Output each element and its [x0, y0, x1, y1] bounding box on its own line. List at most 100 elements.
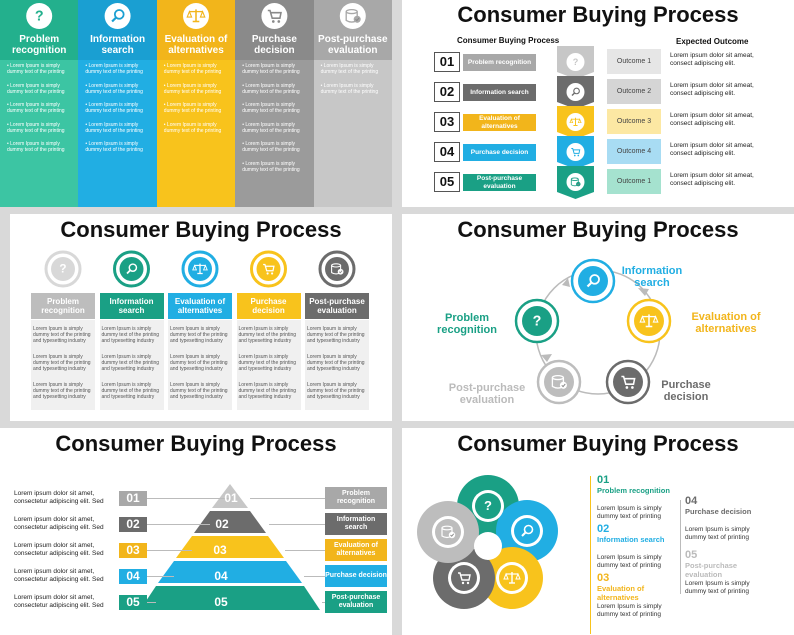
item-num: 02 — [597, 523, 610, 535]
bullet-text: • Lorem Ipsum is simply dummy text of th… — [163, 63, 222, 75]
outcome-box: Outcome 1 — [607, 169, 661, 194]
connector — [147, 498, 230, 499]
svg-text:?: ? — [573, 57, 579, 67]
card-text: Lorem Ipsum is simply dummy text of the … — [33, 326, 91, 344]
bullet-text: • Lorem Ipsum is simply dummy text of th… — [163, 102, 222, 114]
pyramid-num: 05 — [214, 595, 228, 609]
connector — [147, 602, 156, 603]
left-text: Lorem ipsum dolor sit amet, consectetur … — [14, 516, 104, 531]
bullet-text: • Lorem Ipsum is simply dummy text of th… — [242, 102, 300, 114]
bullet-text: • Lorem Ipsum is simply dummy text of th… — [85, 102, 143, 114]
connector-right — [269, 524, 325, 525]
row-num-box: 04 — [119, 569, 147, 584]
slide-pyramid: Consumer Buying Process Lorem ipsum dolo… — [0, 428, 392, 635]
item-text: Lorem Ipsum is simply dummy text of prin… — [597, 554, 662, 569]
bullet-text: • Lorem Ipsum is simply dummy text of th… — [7, 141, 65, 153]
row-number: 02 — [434, 82, 460, 102]
bullet-text: • Lorem Ipsum is simply dummy text of th… — [7, 63, 65, 75]
outcome-desc: Lorem ipsum dolor sit ameat, consect adi… — [670, 82, 754, 97]
cycle-label-eval: Evaluation of alternatives — [691, 311, 761, 335]
flower-diagram: ? — [417, 475, 558, 609]
bullet-text: • Lorem Ipsum is simply dummy text of th… — [7, 82, 65, 95]
connector — [147, 550, 192, 551]
bullet-text: • Lorem Ipsum is simply dummy text of th… — [320, 63, 379, 75]
outcome-box: Outcome 4 — [607, 139, 661, 164]
card-text: Lorem Ipsum is simply dummy text of the … — [307, 382, 365, 400]
outcome-box: Outcome 1 — [607, 49, 661, 74]
card-text: Lorem Ipsum is simply dummy text of the … — [101, 354, 160, 372]
card-text: Lorem Ipsum is simply dummy text of the … — [238, 326, 297, 344]
card-header-4: Purchase decision — [236, 293, 301, 319]
bullet-text: • Lorem Ipsum is simply dummy text of th… — [163, 82, 222, 95]
card-header-5: Post-purchase evaluation — [305, 293, 369, 319]
row-number: 04 — [434, 142, 460, 162]
right-label: Purchase decision — [325, 565, 387, 587]
item-num: 01 — [597, 474, 610, 486]
outcome-desc: Lorem ipsum dolor sit ameat, consect adi… — [670, 142, 754, 157]
bullet-text: • Lorem Ipsum is simply dummy text of th… — [242, 82, 300, 95]
card-text: Lorem Ipsum is simply dummy text of the … — [238, 382, 297, 400]
card-header-3: Evaluation of alternatives — [168, 293, 232, 319]
connector — [147, 576, 174, 577]
card-text: Lorem Ipsum is simply dummy text of the … — [170, 382, 228, 400]
item-text: Lorem Ipsum is simply dummy text of prin… — [685, 526, 750, 541]
right-label: Problem recognition — [325, 487, 387, 509]
bullet-text: • Lorem Ipsum is simply dummy text of th… — [242, 160, 300, 173]
item-text: Lorem Ipsum is simply dummy text of prin… — [597, 505, 662, 520]
right-label: Information search — [325, 513, 387, 535]
row-num-box: 02 — [119, 517, 147, 532]
left-text: Lorem ipsum dolor sit amet, consectetur … — [14, 490, 104, 505]
row-num-box: 03 — [119, 543, 147, 558]
column-header-process: Consumer Buying Process — [457, 36, 560, 45]
bullet-text: • Lorem Ipsum is simply dummy text of th… — [85, 121, 143, 134]
column-label-1: Problem recognition — [11, 34, 67, 56]
outcome-box: Outcome 3 — [607, 109, 661, 134]
bullet-text: • Lorem Ipsum is simply dummy text of th… — [7, 102, 65, 114]
pyramid-num: 03 — [213, 543, 227, 557]
cycle-label-post: Post-purchase evaluation — [448, 382, 526, 406]
bullet-text: • Lorem Ipsum is simply dummy text of th… — [85, 82, 143, 95]
card-text: Lorem Ipsum is simply dummy text of the … — [101, 382, 160, 400]
divider-line-2 — [680, 500, 681, 594]
slide-title: Consumer Buying Process — [60, 217, 342, 242]
right-label: Post-purchase evaluation — [325, 591, 387, 613]
slide-outcome-table: Consumer Buying Process Consumer Buying … — [402, 0, 794, 207]
card-body-5 — [305, 320, 369, 410]
cycle-label-problem: Problem recognition — [437, 312, 497, 336]
bullet-text: • Lorem Ipsum is simply dummy text of th… — [85, 141, 143, 153]
slide-title: Consumer Buying Process — [457, 217, 739, 242]
pyramid-num: 04 — [214, 569, 228, 583]
row-number: 03 — [434, 112, 460, 132]
card-text: Lorem Ipsum is simply dummy text of the … — [307, 354, 365, 372]
pyramid-diagram — [140, 484, 320, 610]
left-text: Lorem ipsum dolor sit amet, consectetur … — [14, 568, 104, 583]
card-text: Lorem Ipsum is simply dummy text of the … — [33, 382, 91, 400]
right-label: Evaluation of alternatives — [325, 539, 387, 561]
item-label: Problem recognition — [597, 486, 670, 495]
card-text: Lorem Ipsum is simply dummy text of the … — [170, 354, 228, 372]
svg-text:?: ? — [484, 498, 492, 513]
slide-columns-colored: ?Problem recognition• Lorem Ipsum is sim… — [0, 0, 392, 207]
row-label: Evaluation of alternatives — [463, 114, 536, 131]
outcome-desc: Lorem ipsum dolor sit ameat, consect adi… — [670, 172, 754, 187]
item-label: Information search — [597, 535, 665, 544]
item-text: Lorem Ipsum is simply dummy text of prin… — [685, 580, 750, 595]
item-num: 03 — [597, 572, 610, 584]
card-body-4 — [236, 320, 301, 410]
svg-text:?: ? — [533, 313, 542, 329]
bullet-text: • Lorem Ipsum is simply dummy text of th… — [242, 141, 300, 153]
bullet-text: • Lorem Ipsum is simply dummy text of th… — [242, 63, 300, 75]
item-label: Evaluation of alternatives — [597, 584, 645, 602]
left-text: Lorem ipsum dolor sit amet, consectetur … — [14, 542, 104, 557]
card-text: Lorem Ipsum is simply dummy text of the … — [307, 326, 365, 344]
column-label-3: Evaluation of alternatives — [164, 34, 228, 56]
column-header-outcome: Expected Outcome — [676, 37, 749, 46]
row-number: 05 — [434, 172, 460, 192]
row-label: Purchase decision — [463, 144, 536, 161]
outcome-box: Outcome 2 — [607, 79, 661, 104]
row-label: Information search — [463, 84, 536, 101]
card-text: Lorem Ipsum is simply dummy text of the … — [170, 326, 228, 344]
row-num-box: 01 — [119, 491, 147, 506]
card-header-2: Information search — [99, 293, 164, 319]
